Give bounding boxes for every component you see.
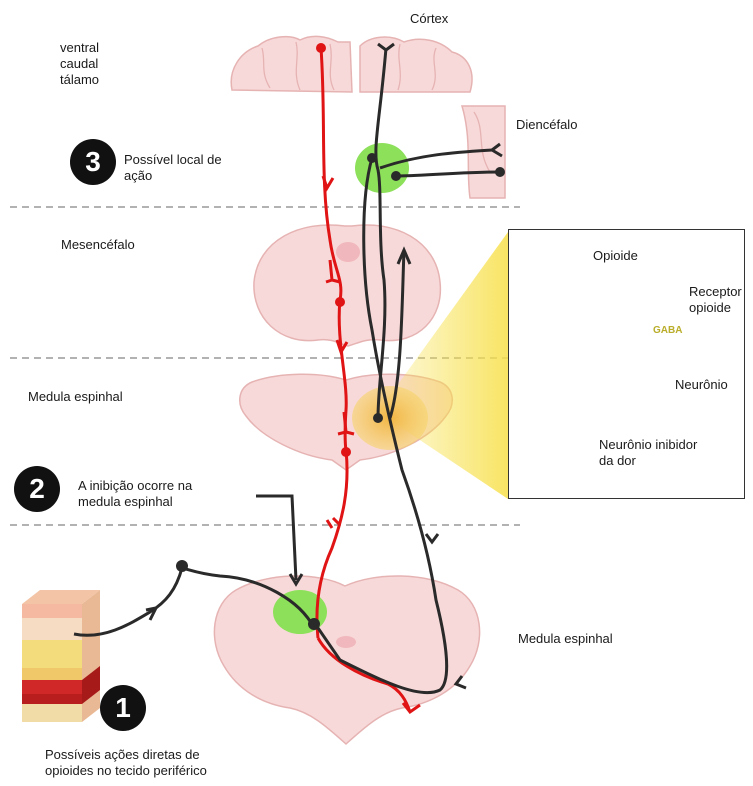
neuron-label: Neurônio: [675, 377, 728, 393]
red-neuron-soma: [335, 297, 345, 307]
label-midbrain: Mesencéfalo: [61, 237, 135, 253]
label-diencephalon: Diencéfalo: [516, 117, 577, 133]
dark-neuron-soma: [373, 413, 383, 423]
label-spinal-cord-upper: Medula espinhal: [28, 389, 123, 405]
receptor-label: Receptor opioide: [689, 284, 742, 316]
red-neuron-soma: [341, 447, 351, 457]
zoom-inset-panel: Opioide Receptor opioide GABA Neurônio N…: [508, 229, 745, 499]
cortex-left-hemisphere: [231, 36, 352, 92]
dark-neuron-soma: [308, 618, 320, 630]
step-badge-1: 1: [100, 685, 146, 731]
spinal-cord-section-lower: [214, 576, 479, 744]
inset-caption: Neurônio inibidor da dor: [599, 437, 697, 469]
label-action-site-2: A inibição ocorre na medula espinhal: [78, 478, 192, 510]
red-neuron-soma: [316, 43, 326, 53]
step-badge-3: 3: [70, 139, 116, 185]
dark-neuron-soma: [367, 153, 377, 163]
cortex-right-hemisphere: [360, 37, 472, 92]
peripheral-tissue-layers: [22, 590, 100, 722]
label-spinal-cord-lower: Medula espinhal: [518, 631, 613, 647]
label-cortex: Córtex: [410, 11, 448, 27]
dark-neuron-soma: [391, 171, 401, 181]
label-action-site-1: Possíveis ações diretas de opioides no t…: [45, 747, 207, 779]
midbrain-aqueduct: [336, 242, 360, 262]
label-thalamus: ventral caudal tálamo: [60, 40, 99, 88]
step-badge-2: 2: [14, 466, 60, 512]
dark-neuron-soma: [495, 167, 505, 177]
dark-neuron-soma: [176, 560, 188, 572]
opioid-label: Opioide: [593, 248, 638, 264]
gaba-label: GABA: [653, 323, 682, 339]
label-action-site-3: Possível local de ação: [124, 152, 222, 184]
